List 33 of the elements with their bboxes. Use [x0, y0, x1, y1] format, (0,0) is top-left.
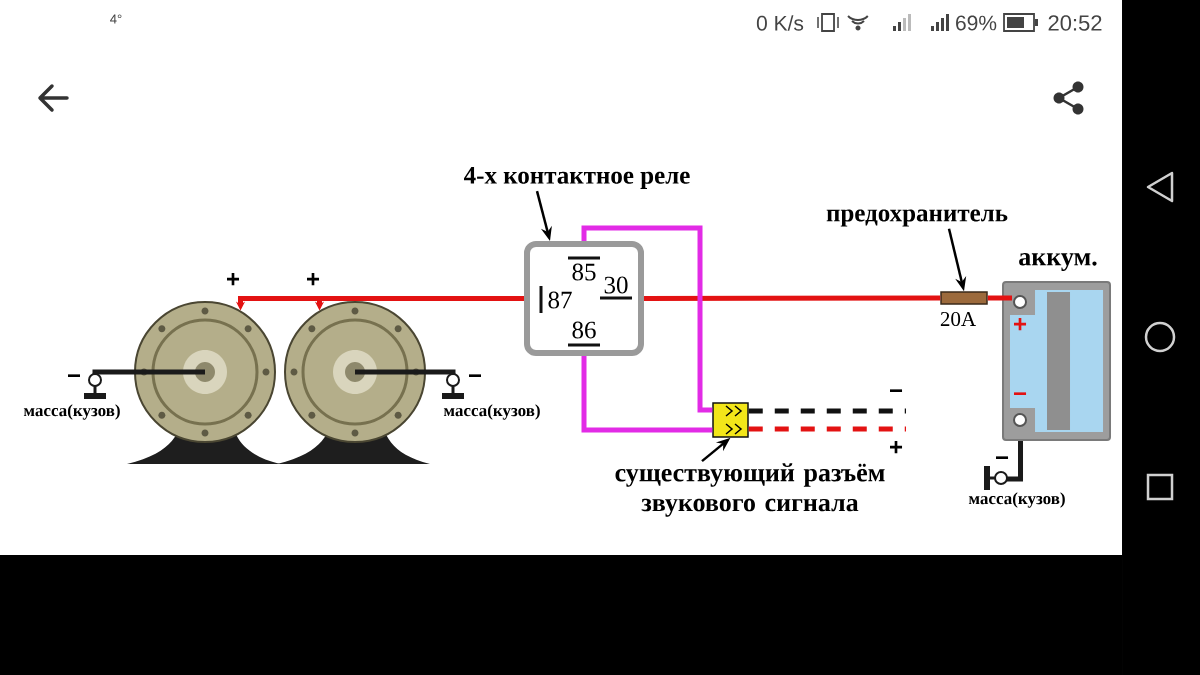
polarity-sign: −	[1014, 392, 1027, 395]
polarity-sign: +	[890, 441, 903, 454]
relay-box: 85 87 30 86	[524, 241, 644, 356]
callout-text: существующий разъём звукового сигнала	[615, 463, 885, 517]
wire	[581, 356, 713, 433]
wire	[987, 295, 1012, 301]
callout-text: 4-х контактное реле	[464, 167, 690, 189]
status-text: 4°	[110, 14, 122, 24]
battery-percentage: 69%	[956, 15, 997, 31]
wire	[644, 295, 941, 301]
wire	[581, 225, 713, 413]
ground-label: масса(кузов)	[968, 492, 1065, 508]
polarity-sign: −	[996, 456, 1009, 459]
horn-drawing	[127, 301, 280, 464]
polarity-sign: −	[469, 374, 482, 377]
callout-text: предохранитель	[826, 209, 1008, 227]
ground-label: масса(кузов)	[443, 404, 540, 420]
clock-time: 20:52	[1048, 15, 1102, 31]
wire	[1007, 441, 1023, 482]
network-speed: 0 K/s	[756, 15, 804, 31]
polarity-sign: +	[307, 272, 320, 286]
horn-drawing	[277, 301, 430, 464]
wire-harness	[748, 408, 906, 414]
polarity-sign: −	[890, 389, 903, 392]
polarity-sign: −	[68, 374, 81, 377]
ground-label: масса(кузов)	[23, 404, 120, 420]
connector-block	[712, 402, 749, 438]
wire	[92, 369, 205, 376]
polarity-sign: +	[1014, 317, 1027, 331]
fuse-rating: 20A	[940, 311, 976, 327]
polarity-sign: +	[227, 272, 240, 286]
node-label: аккум.	[1019, 253, 1097, 271]
wire-harness	[748, 426, 906, 432]
